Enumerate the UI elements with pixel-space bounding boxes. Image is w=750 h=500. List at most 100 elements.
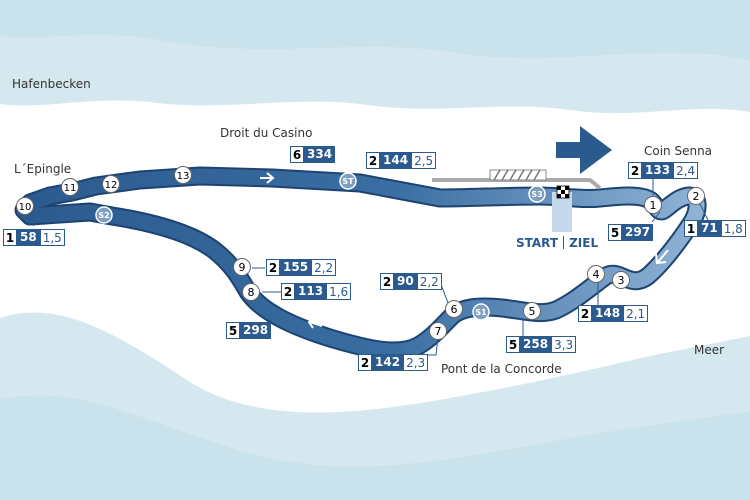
casino-label: Droit du Casino bbox=[220, 126, 313, 140]
sector-markers: S1 S2 S3 ST bbox=[95, 172, 546, 321]
g-force-value: 2,2 bbox=[311, 259, 337, 276]
corner-9: 9 bbox=[233, 258, 251, 276]
corner-13-label: 13 bbox=[177, 171, 190, 182]
speed-value: 144 bbox=[380, 152, 412, 169]
sea-label: Meer bbox=[694, 343, 725, 357]
harbour-label: Hafenbecken bbox=[12, 77, 91, 91]
gear-value: 5 bbox=[608, 224, 622, 241]
speed-value: 113 bbox=[295, 283, 327, 300]
start-finish-marker bbox=[552, 192, 572, 232]
corner-6-label: 6 bbox=[451, 303, 458, 316]
g-force-value: 2,1 bbox=[623, 305, 649, 322]
corner-7-label: 7 bbox=[435, 325, 442, 338]
concorde-label: Pont de la Concorde bbox=[441, 362, 562, 376]
speed-value: 71 bbox=[698, 220, 721, 237]
gear-value: 2 bbox=[281, 283, 295, 300]
sector-st-label: ST bbox=[342, 177, 354, 186]
corner-10: 10 bbox=[16, 197, 34, 215]
corner-12-label: 12 bbox=[105, 180, 118, 191]
corner-8-label: 8 bbox=[248, 286, 255, 299]
sector-s2-label: S2 bbox=[98, 211, 109, 220]
direction-arrow-icon bbox=[556, 126, 612, 174]
gear-value: 1 bbox=[3, 229, 17, 246]
sector-s3: S3 bbox=[528, 185, 546, 203]
senna-label: Coin Senna bbox=[644, 144, 713, 158]
sector-s1: S1 bbox=[472, 303, 490, 321]
g-force-value: 3,3 bbox=[551, 336, 577, 353]
sector-s1-label: S1 bbox=[475, 308, 487, 317]
corner-11-label: 11 bbox=[64, 183, 77, 194]
g-force-value: 2,4 bbox=[673, 162, 699, 179]
speed-value: 58 bbox=[17, 229, 40, 246]
corner-7: 7 bbox=[429, 322, 447, 340]
corner-10-label: 10 bbox=[19, 202, 32, 213]
arrow-right-icon bbox=[260, 172, 275, 184]
arrow-left-icon bbox=[307, 317, 323, 329]
corner-8: 8 bbox=[242, 283, 260, 301]
pit-lane bbox=[432, 178, 602, 190]
gear-value: 2 bbox=[266, 259, 280, 276]
corner-3: 3 bbox=[612, 271, 630, 289]
gear-value: 2 bbox=[380, 273, 394, 290]
g-force-value: 2,2 bbox=[416, 273, 442, 290]
arrow-down-icon bbox=[655, 249, 669, 265]
speed-value: 142 bbox=[372, 354, 404, 371]
sector-st: ST bbox=[339, 172, 357, 190]
gear-value: 2 bbox=[366, 152, 380, 169]
gear-value: 5 bbox=[226, 322, 240, 339]
pit-garages bbox=[489, 169, 547, 181]
speed-value: 155 bbox=[280, 259, 312, 276]
finish-label: ZIEL bbox=[569, 236, 599, 250]
speed-value: 298 bbox=[240, 322, 272, 339]
speed-value: 258 bbox=[520, 336, 552, 353]
gear-value: 5 bbox=[506, 336, 520, 353]
corner-5: 5 bbox=[523, 302, 541, 320]
g-force-value: 1,5 bbox=[39, 229, 65, 246]
speed-value: 334 bbox=[304, 146, 336, 163]
corner-13: 13 bbox=[174, 166, 192, 184]
sea-water-shade bbox=[0, 395, 750, 500]
race-track bbox=[14, 166, 707, 361]
g-force-value: 2,3 bbox=[403, 354, 429, 371]
gear-value: 1 bbox=[684, 220, 698, 237]
corner-6: 6 bbox=[445, 300, 463, 318]
corner-markers: 1 2 3 4 5 6 7 8 9 10 11 12 13 bbox=[16, 166, 705, 340]
start-finish-label: START ZIEL bbox=[516, 236, 598, 250]
corner-5-label: 5 bbox=[529, 305, 536, 318]
corner-4-label: 4 bbox=[593, 268, 600, 281]
corner-9-label: 9 bbox=[239, 261, 246, 274]
gear-value: 6 bbox=[290, 146, 304, 163]
corner-2: 2 bbox=[687, 187, 705, 205]
sector-s3-label: S3 bbox=[531, 190, 542, 199]
corner-11: 11 bbox=[61, 178, 79, 196]
gear-value: 2 bbox=[628, 162, 642, 179]
g-force-value: 2,5 bbox=[411, 152, 437, 169]
start-finish-divider bbox=[563, 236, 565, 249]
speed-value: 148 bbox=[592, 305, 624, 322]
epingle-label: L´Epingle bbox=[14, 162, 72, 176]
harbour-water-shade bbox=[0, 0, 750, 60]
sector-s2: S2 bbox=[95, 206, 113, 224]
gear-value: 2 bbox=[578, 305, 592, 322]
speed-value: 297 bbox=[622, 224, 654, 241]
checkered-flag-icon bbox=[556, 185, 570, 199]
corner-4: 4 bbox=[587, 265, 605, 283]
corner-1: 1 bbox=[644, 196, 662, 214]
corner-1-label: 1 bbox=[650, 199, 657, 212]
speed-value: 133 bbox=[642, 162, 674, 179]
speed-value: 90 bbox=[394, 273, 417, 290]
start-label: START bbox=[516, 236, 559, 250]
